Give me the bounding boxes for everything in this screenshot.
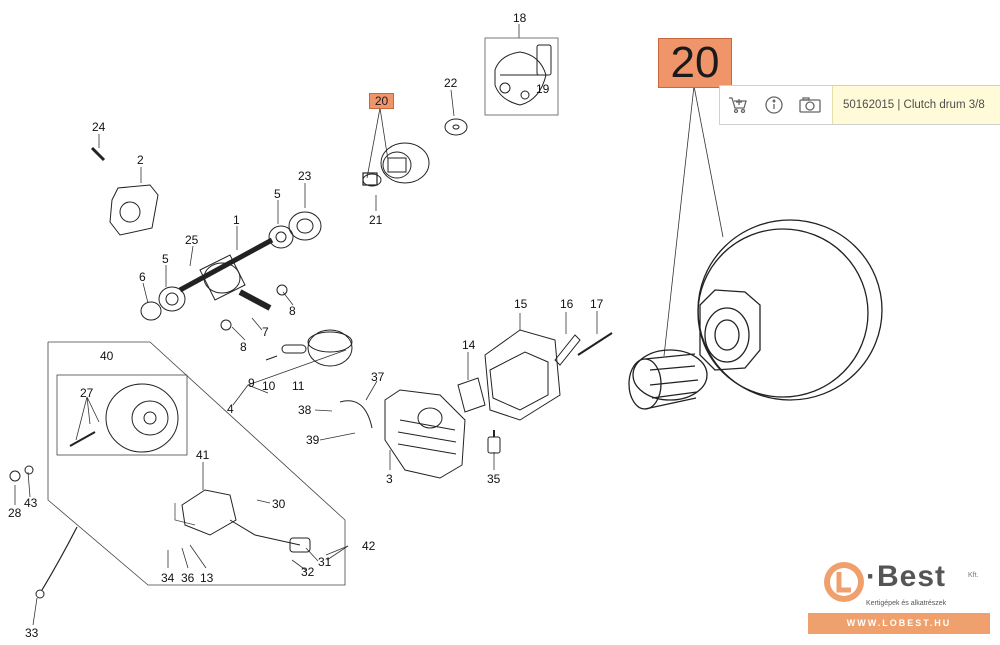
logo-mark-icon <box>824 562 864 602</box>
bearings <box>140 211 322 321</box>
callout-8a[interactable]: 8 <box>289 304 296 318</box>
callout-21[interactable]: 21 <box>369 213 383 227</box>
washer-22 <box>444 118 468 136</box>
flywheel <box>69 383 179 453</box>
callout-37[interactable]: 37 <box>371 370 385 384</box>
callout-5b[interactable]: 5 <box>162 252 169 266</box>
clutch-shoe-assembly <box>484 37 559 116</box>
callout-34[interactable]: 34 <box>161 571 175 585</box>
muffler-assembly <box>457 329 613 421</box>
crankshaft <box>178 237 288 331</box>
callout-2[interactable]: 2 <box>137 153 144 167</box>
photo-icon[interactable] <box>792 86 828 124</box>
callout-18[interactable]: 18 <box>513 11 527 25</box>
callout-7[interactable]: 7 <box>262 325 269 339</box>
ignition-coil <box>181 489 311 553</box>
callout-30[interactable]: 30 <box>272 497 286 511</box>
callout-10[interactable]: 10 <box>262 379 276 393</box>
callout-14[interactable]: 14 <box>462 338 476 352</box>
logo-tagline: Kertigépek és alkatrészek <box>866 600 947 607</box>
callout-22[interactable]: 22 <box>444 76 458 90</box>
logo-kft: Kft. <box>968 572 979 579</box>
callout-43[interactable]: 43 <box>24 496 38 510</box>
callout-41[interactable]: 41 <box>196 448 210 462</box>
callout-31[interactable]: 31 <box>318 555 332 569</box>
callout-32[interactable]: 32 <box>301 565 315 579</box>
piston-parts <box>265 329 353 367</box>
callout-13[interactable]: 13 <box>200 571 214 585</box>
spark-plug <box>487 430 501 454</box>
part-description: 50162015 | Clutch drum 3/8 <box>832 86 1000 124</box>
callout-28[interactable]: 28 <box>8 506 22 520</box>
callout-40[interactable]: 40 <box>100 349 114 363</box>
callout-9[interactable]: 9 <box>248 376 255 390</box>
callout-27[interactable]: 27 <box>80 386 94 400</box>
callout-17[interactable]: 17 <box>590 297 604 311</box>
callout-25[interactable]: 25 <box>185 233 199 247</box>
callout-36[interactable]: 36 <box>181 571 195 585</box>
callout-33[interactable]: 33 <box>25 626 39 640</box>
crankcase-half-2 <box>109 184 159 236</box>
callout-4[interactable]: 4 <box>227 402 234 416</box>
callout-3[interactable]: 3 <box>386 472 393 486</box>
logo-url[interactable]: WWW.LOBEST.HU <box>808 613 990 634</box>
callout-8b[interactable]: 8 <box>240 340 247 354</box>
callout-16[interactable]: 16 <box>560 297 574 311</box>
cart-icon[interactable] <box>720 86 756 124</box>
callout-1[interactable]: 1 <box>233 213 240 227</box>
callout-6[interactable]: 6 <box>139 270 146 284</box>
leader-lines <box>14 24 724 626</box>
callout-15[interactable]: 15 <box>514 297 528 311</box>
info-icon[interactable] <box>756 86 792 124</box>
callout-35[interactable]: 35 <box>487 472 501 486</box>
highlighted-part-20-large[interactable]: 20 <box>658 38 732 88</box>
callout-5a[interactable]: 5 <box>274 187 281 201</box>
highlighted-part-20-small[interactable]: 20 <box>369 93 394 109</box>
ignition-group-outline <box>47 341 346 586</box>
callout-42[interactable]: 42 <box>362 539 376 553</box>
clutch-drum-large <box>628 219 883 410</box>
callout-38[interactable]: 38 <box>298 403 312 417</box>
logo-wordmark: ·Best <box>866 560 947 593</box>
cylinder <box>339 389 466 479</box>
part-info-popup: 50162015 | Clutch drum 3/8 <box>719 85 1000 125</box>
callout-23[interactable]: 23 <box>298 169 312 183</box>
lobest-logo: ·Best Kft. Kertigépek és alkatrészek WWW… <box>808 558 990 636</box>
callout-24[interactable]: 24 <box>92 120 106 134</box>
callout-19[interactable]: 19 <box>536 82 550 96</box>
clutch-drum-small <box>362 142 430 187</box>
callout-11[interactable]: 11 <box>292 379 305 393</box>
callout-39[interactable]: 39 <box>306 433 320 447</box>
